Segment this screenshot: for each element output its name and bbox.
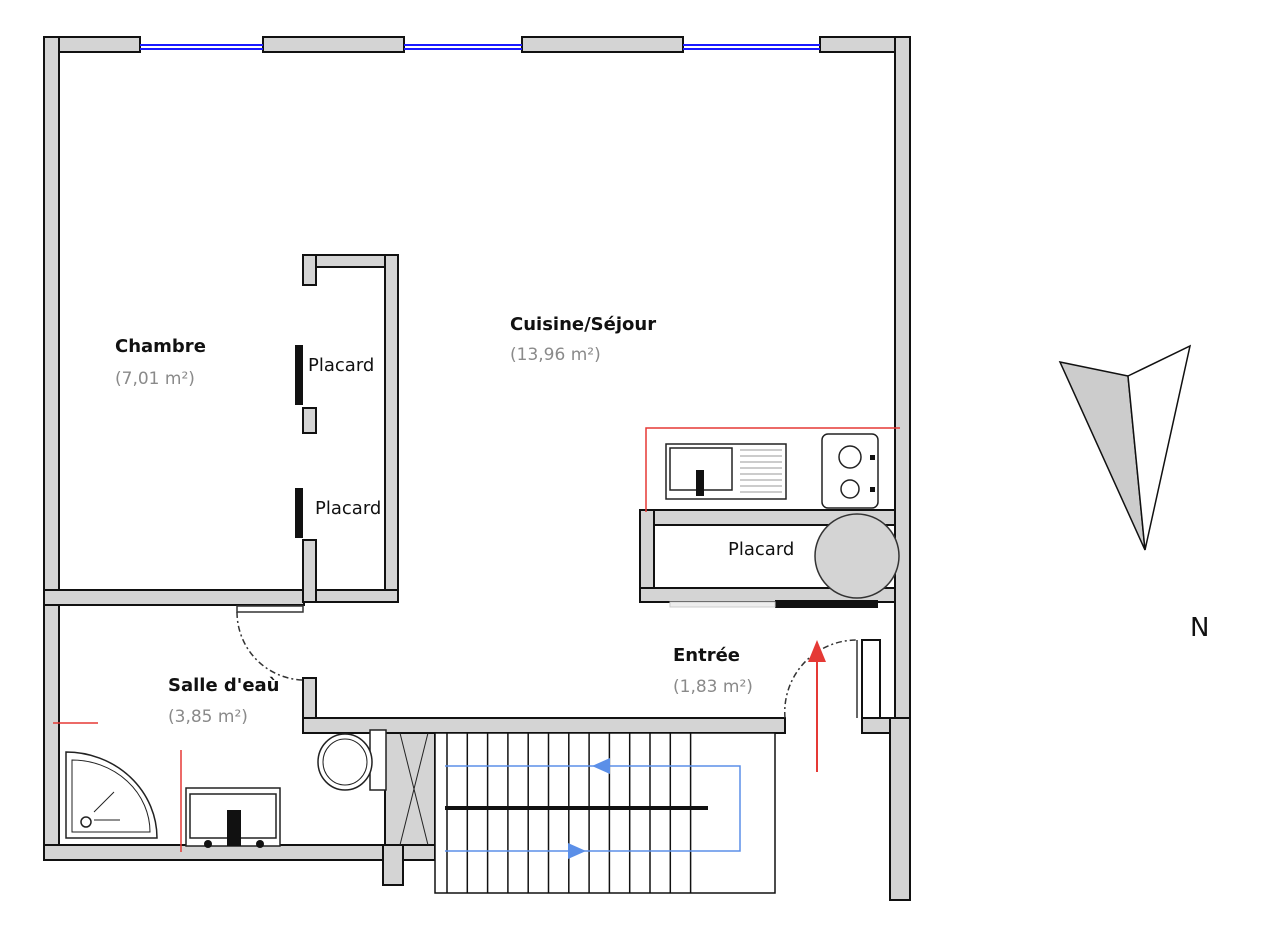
room-name-entree: Entrée <box>673 645 740 666</box>
room-area-salle-deau: (3,85 m²) <box>168 707 248 727</box>
windows <box>140 44 820 50</box>
walls <box>43 36 911 901</box>
closet-doors <box>295 345 878 608</box>
doors[interactable] <box>236 605 858 719</box>
room-name-cuisine-sejour: Cuisine/Séjour <box>510 314 656 335</box>
closet-label: Placard <box>728 539 794 560</box>
closet-label: Placard <box>315 498 381 519</box>
entry-arrow <box>808 640 826 772</box>
compass-icon <box>1058 344 1192 551</box>
compass-north-label: N <box>1190 613 1209 643</box>
room-name-salle-deau: Salle d'eaù <box>168 675 280 696</box>
room-area-entree: (1,83 m²) <box>673 677 753 697</box>
bathroom-fixtures <box>53 722 429 852</box>
room-area-chambre: (7,01 m²) <box>115 369 195 389</box>
room-area-cuisine-sejour: (13,96 m²) <box>510 345 601 365</box>
staircase <box>434 732 776 894</box>
water-heater <box>814 513 900 599</box>
kitchen-counter <box>645 427 900 512</box>
closet-label: Placard <box>308 355 374 376</box>
room-name-chambre: Chambre <box>115 336 206 357</box>
